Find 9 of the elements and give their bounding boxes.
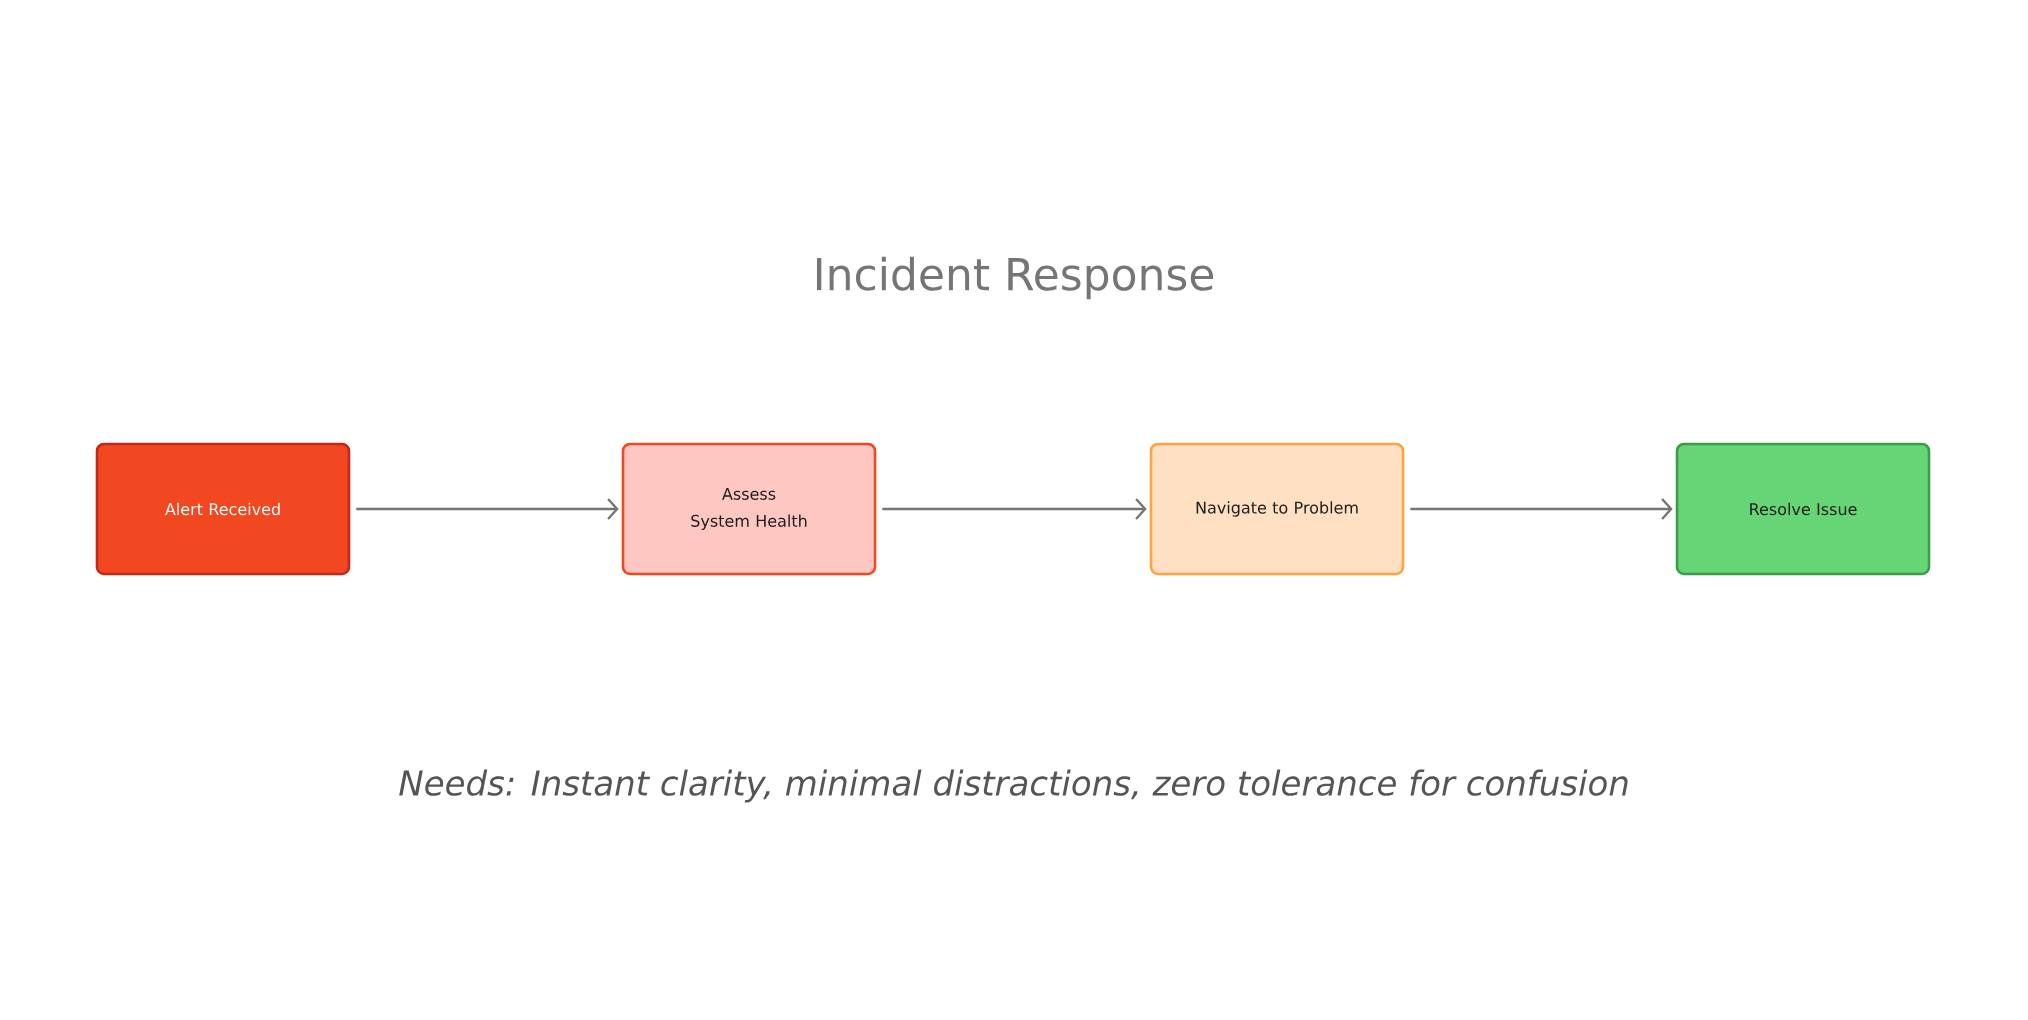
caption: Needs: Instant clarity, minimal distractions, zero tolerance for confusion — [399, 769, 1628, 803]
title: Incident Response — [816, 256, 1214, 300]
process-box: Assess System Health — [621, 442, 877, 576]
process-box: Navigate to Problem — [1149, 442, 1405, 576]
arrow — [1410, 498, 1673, 520]
process-box: Resolve Issue — [1675, 442, 1931, 576]
arrow — [882, 498, 1147, 520]
arrow — [356, 498, 619, 520]
process-box: Alert Received — [95, 442, 351, 576]
